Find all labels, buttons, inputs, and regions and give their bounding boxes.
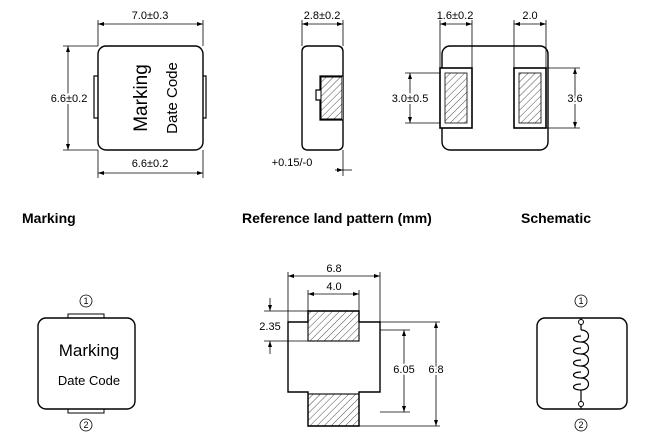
land-inner-height: 6.05 <box>393 364 414 376</box>
pad-height-dimension: 3.0±0.5 <box>392 93 429 105</box>
land-outer-height: 6.8 <box>428 364 443 376</box>
land-inner-width: 4.0 <box>326 281 341 293</box>
section-title-marking: Marking <box>22 210 76 226</box>
bottom-view: 1.6±0.2 2.0 3.0±0.5 3.6 <box>390 10 585 151</box>
terminal-dot-bottom <box>578 401 584 407</box>
width-dimension: 7.0±0.3 <box>132 10 169 22</box>
schematic-pin-2-number: 2 <box>578 420 583 430</box>
schematic-pin-2 <box>574 418 588 432</box>
pin-1-number: 1 <box>83 296 88 306</box>
bottom-dimension: 6.6±0.2 <box>132 158 169 170</box>
top-view: Marking Date Code 7.0±0.3 6.6±0.2 6.6±0.… <box>49 10 207 178</box>
schematic-pin-1-number: 1 <box>578 296 583 306</box>
schematic-view: 1 2 <box>536 294 628 432</box>
side-width-dimension: 2.8±0.2 <box>304 10 341 22</box>
section-title-schematic: Schematic <box>521 210 591 226</box>
tolerance-dimension: +0.15/-0 <box>272 157 313 169</box>
land-outer-width: 6.8 <box>326 263 341 275</box>
marking-view-date-code: Date Code <box>58 373 120 388</box>
marking-view-marking: Marking <box>59 341 119 360</box>
pin-1-indicator <box>79 294 93 308</box>
land-pattern-view: 6.8 4.0 2.35 6.05 6.8 <box>257 263 446 427</box>
side-view: 2.8±0.2 +0.15/-0 <box>272 10 352 176</box>
land-pad-bottom <box>307 393 360 427</box>
schematic-pin-1 <box>574 294 588 308</box>
component-body <box>97 45 204 151</box>
marking-view: Marking Date Code 1 2 <box>37 294 136 432</box>
gap-dimension: 2.0 <box>522 10 537 22</box>
date-code-label: Date Code <box>164 62 181 134</box>
marking-label: Marking <box>131 64 152 132</box>
left-pad <box>444 72 468 124</box>
section-title-land-pattern: Reference land pattern (mm) <box>242 210 432 226</box>
right-pad <box>518 72 542 124</box>
height-dimension: 6.6±0.2 <box>51 93 88 105</box>
land-pad-height: 2.35 <box>259 321 280 333</box>
pin-2-number: 2 <box>83 420 88 430</box>
terminal-dot-top <box>578 319 584 325</box>
side-terminal <box>321 77 342 119</box>
overall-height-dimension: 3.6 <box>567 93 582 105</box>
inductor-coil <box>572 329 590 396</box>
schematic-body <box>536 317 628 410</box>
land-pad-top <box>307 310 360 342</box>
pin-2-indicator <box>79 418 93 432</box>
marking-body <box>37 317 136 410</box>
pad-width-dimension: 1.6±0.2 <box>437 10 474 22</box>
